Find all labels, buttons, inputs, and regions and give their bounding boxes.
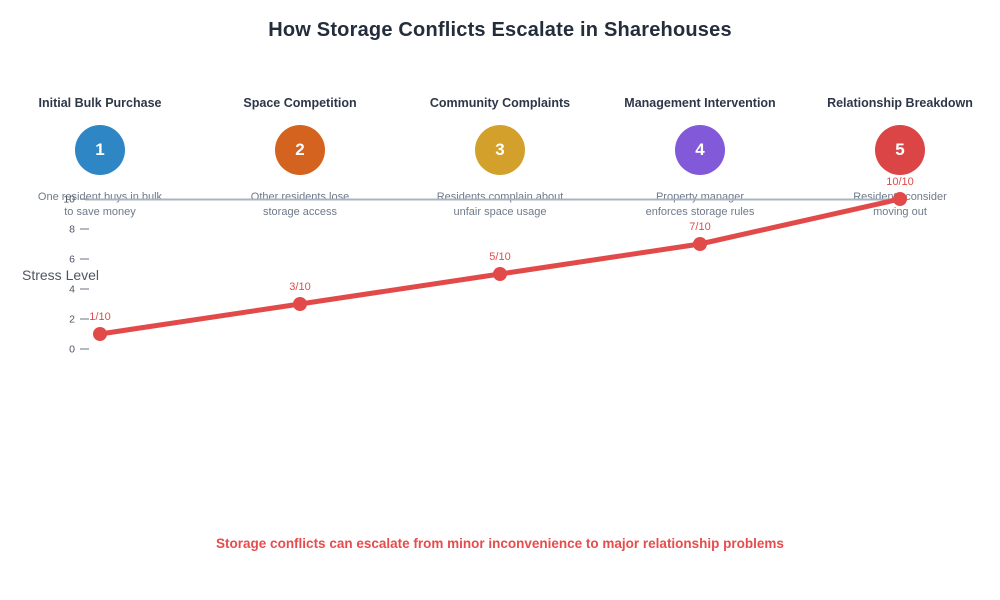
y-tick-label: 8	[69, 224, 75, 236]
stage-title: Relationship Breakdown	[827, 96, 973, 110]
data-point	[93, 327, 107, 341]
stage-number-badge: 5	[875, 125, 925, 175]
stage-description-line2: moving out	[873, 206, 927, 218]
conclusion-text: Storage conflicts can escalate from mino…	[216, 536, 784, 551]
data-point-label: 3/10	[289, 281, 310, 293]
stage-title: Management Intervention	[624, 96, 776, 110]
stage-description-line2: unfair space usage	[453, 206, 547, 218]
data-point	[693, 237, 707, 251]
page-title: How Storage Conflicts Escalate in Shareh…	[268, 19, 732, 41]
data-point	[893, 192, 907, 206]
stage-title: Community Complaints	[429, 96, 571, 110]
stage-description-line2: storage access	[263, 206, 337, 218]
stage-description-line2: enforces storage rules	[645, 206, 755, 218]
stage-number: 2	[295, 140, 305, 159]
y-tick-label: 10	[63, 194, 75, 206]
stage-column-1: Initial Bulk Purchase 1 One resident buy…	[0, 96, 200, 220]
y-tick-label: 6	[69, 254, 75, 266]
stage-title: Space Competition	[243, 96, 357, 110]
stage-number-badge: 4	[675, 125, 725, 175]
y-axis-label: Stress Level	[22, 267, 99, 283]
data-point-label: 10/10	[886, 176, 914, 188]
data-point	[293, 297, 307, 311]
y-tick-label: 2	[69, 314, 75, 326]
data-point-label: 1/10	[89, 311, 110, 323]
stress-line	[97, 196, 903, 337]
data-point-label: 7/10	[689, 221, 710, 233]
data-point-label: 5/10	[489, 251, 510, 263]
stage-number-badge: 2	[275, 125, 325, 175]
stage-number: 4	[695, 140, 705, 159]
stage-number: 3	[495, 140, 505, 159]
stage-number: 1	[95, 140, 105, 159]
y-tick-label: 0	[69, 344, 75, 356]
stage-number: 5	[895, 140, 905, 159]
stage-column-4: Management Intervention 4 Property manag…	[600, 96, 800, 220]
data-point	[493, 267, 507, 281]
y-tick-label: 4	[69, 284, 75, 296]
stage-description-line2: to save money	[64, 206, 136, 218]
stage-title: Initial Bulk Purchase	[38, 96, 162, 110]
stage-number-badge: 1	[75, 125, 125, 175]
stage-number-badge: 3	[475, 125, 525, 175]
